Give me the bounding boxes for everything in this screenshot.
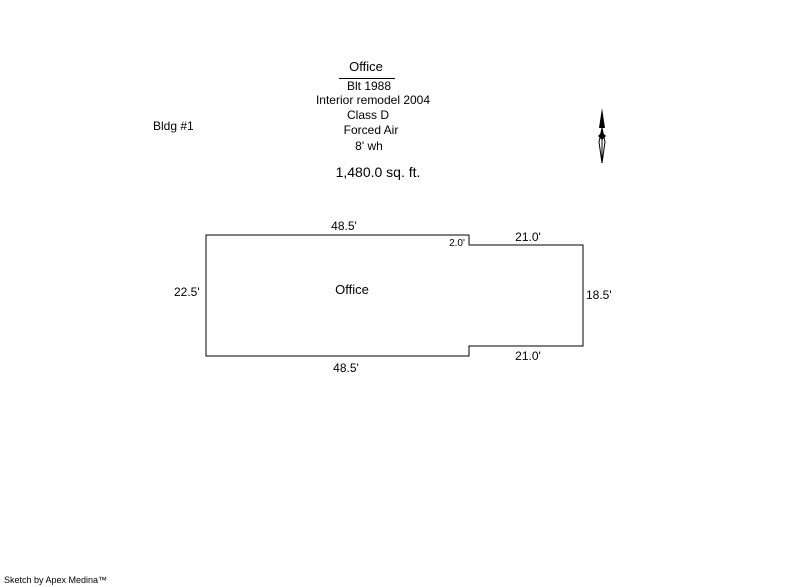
built-year: Blt 1988 bbox=[346, 79, 392, 93]
dimension-top-right: 21.0' bbox=[515, 230, 541, 244]
building-class: Class D bbox=[346, 108, 390, 122]
wall-height: 8' wh bbox=[355, 139, 383, 153]
total-area: 1,480.0 sq. ft. bbox=[335, 164, 421, 180]
dimension-left: 22.5' bbox=[174, 285, 200, 299]
sketch-title: Office bbox=[349, 59, 383, 74]
room-label: Office bbox=[335, 282, 369, 297]
dimension-bottom-right: 21.0' bbox=[515, 349, 541, 363]
remodel-note: Interior remodel 2004 bbox=[315, 93, 431, 107]
dimension-bottom-left: 48.5' bbox=[333, 361, 359, 375]
dimension-top-left: 48.5' bbox=[331, 219, 357, 233]
dimension-step: 2.0' bbox=[449, 238, 465, 249]
title-underline bbox=[339, 78, 395, 79]
building-outline bbox=[205, 234, 584, 357]
sketch-credit: Sketch by Apex Medina™ bbox=[4, 575, 108, 585]
heating-type: Forced Air bbox=[343, 123, 399, 137]
north-arrow-icon bbox=[598, 108, 606, 164]
building-label: Bldg #1 bbox=[153, 119, 194, 133]
dimension-right: 18.5' bbox=[586, 288, 612, 302]
